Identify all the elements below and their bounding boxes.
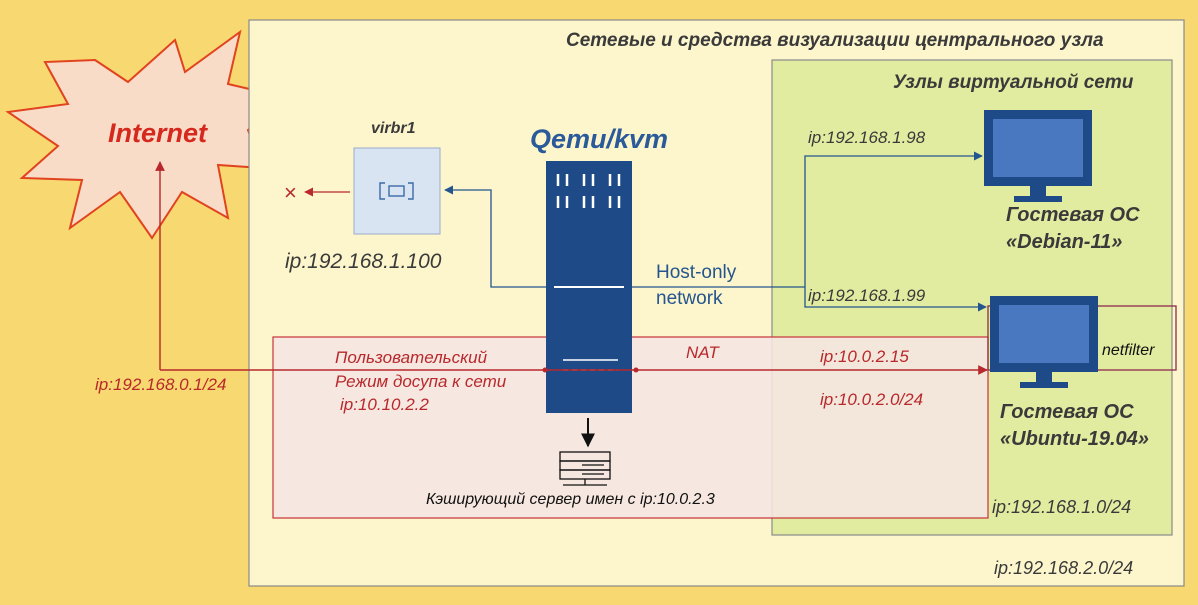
user-mode-line1: Пользовательский xyxy=(335,348,488,367)
bridge-virbr1-box xyxy=(353,147,441,235)
server-vents xyxy=(556,174,621,208)
user-mode-line2: Режим досупа к сети xyxy=(335,372,507,391)
host-only-line2: network xyxy=(656,288,723,309)
bridge-icon xyxy=(379,182,414,200)
central-node-title: Сетевые и средства визуализации централь… xyxy=(566,30,1104,51)
debian-ip: ip:192.168.1.98 xyxy=(808,128,926,147)
internet-ip: ip:192.168.0.1/24 xyxy=(95,375,227,394)
host-only-line1: Host-only xyxy=(656,262,737,283)
ubuntu-ip: ip:192.168.1.99 xyxy=(808,286,926,305)
debian-os-line2: «Debian-11» xyxy=(1006,231,1123,253)
hypervisor-to-bridge-link xyxy=(444,185,546,288)
hypervisor-name: Qemu/kvm xyxy=(530,124,669,154)
debian-monitor-icon xyxy=(984,110,1092,202)
virtual-net-ip: ip:192.168.1.0/24 xyxy=(992,497,1132,517)
ubuntu-os-line1: Гостевая ОС xyxy=(1000,401,1134,423)
dns-label: Кэширующий сервер имен с ip:10.0.2.3 xyxy=(426,491,715,508)
internet-label: Internet xyxy=(108,118,208,148)
blocked-x-icon: × xyxy=(284,180,297,205)
bridge-ip: ip:192.168.1.100 xyxy=(285,250,442,273)
bridge-name: virbr1 xyxy=(371,120,416,137)
ubuntu-monitor-icon xyxy=(990,296,1098,388)
netfilter-label: netfilter xyxy=(1102,342,1155,359)
nat-subnet: ip:10.0.2.0/24 xyxy=(820,390,924,409)
dns-server-icon xyxy=(559,451,611,480)
ubuntu-os-line2: «Ubuntu-19.04» xyxy=(1000,428,1149,450)
ubuntu-host-link xyxy=(804,287,987,312)
user-mode-ip: ip:10.10.2.2 xyxy=(340,395,429,414)
debian-link xyxy=(804,151,983,287)
nat-guest-ip: ip:10.0.2.15 xyxy=(820,347,909,366)
central-node-ip: ip:192.168.2.0/24 xyxy=(994,558,1134,578)
virtual-net-title: Узлы виртуальной сети xyxy=(893,72,1134,93)
internet-cloud-icon xyxy=(5,29,291,240)
nat-label: NAT xyxy=(686,343,719,362)
debian-os-line1: Гостевая ОС xyxy=(1006,204,1140,226)
